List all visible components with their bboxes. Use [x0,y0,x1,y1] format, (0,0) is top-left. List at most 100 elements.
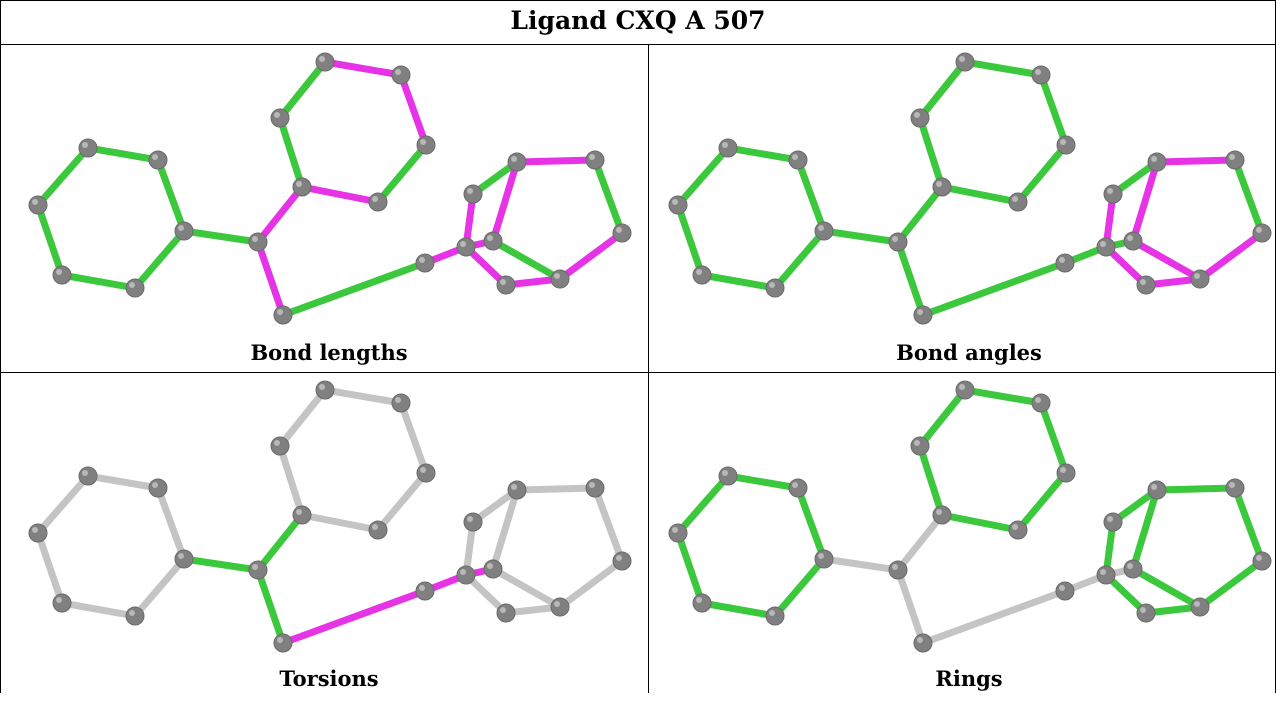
bond [724,472,802,492]
atom-highlight [1194,601,1200,607]
atom-highlight [82,470,88,476]
atom-highlight [959,384,965,390]
atom [1136,603,1156,623]
atom-highlight [1256,555,1262,561]
atom [483,231,503,251]
bond [674,472,732,537]
atom [1096,237,1116,257]
bond [131,227,188,292]
atom [1056,463,1076,483]
atom-highlight [1100,569,1106,575]
atom-highlight [500,279,506,285]
atom-highlight [696,269,702,275]
atom-highlight [487,563,493,569]
bond [556,229,626,283]
atom-highlight [511,156,517,162]
atom [612,223,632,243]
atom [248,232,268,252]
bond [938,511,1022,534]
atom [1096,565,1116,585]
atom-highlight [1107,516,1113,522]
atom-highlight [1035,397,1041,403]
atom [1136,275,1156,295]
atom [765,278,785,298]
atom-highlight [917,637,923,643]
atom-highlight [589,482,595,488]
bond [397,71,430,149]
atom-highlight [420,139,426,145]
bond [254,238,287,319]
bond [154,484,188,563]
bond [916,442,946,519]
bond [397,399,430,477]
atom-highlight [936,509,942,515]
bond [58,599,139,620]
atom [1103,184,1123,204]
atom-highlight [892,564,898,570]
atom [52,265,72,285]
atom [932,177,952,197]
atom [1225,478,1245,498]
atom-highlight [1151,484,1157,490]
bond [1129,237,1204,283]
atom-highlight [319,56,325,62]
atom-highlight [769,282,775,288]
bond [321,386,405,407]
bond [84,472,162,492]
atom [1008,520,1028,540]
bond [374,141,430,206]
atom [368,192,388,212]
atom-highlight [792,154,798,160]
atom [391,393,411,413]
atom [814,549,834,569]
atom-highlight [914,112,920,118]
bond [489,565,564,611]
bond [84,144,162,164]
atom [125,278,145,298]
atom [612,551,632,571]
atom [1008,192,1028,212]
atom-highlight [1035,69,1041,75]
bond [154,156,188,235]
atom-highlight [487,235,493,241]
atom-highlight [1059,585,1065,591]
atom [391,65,411,85]
atom-highlight [372,524,378,530]
atom [955,380,975,400]
atom-highlight [56,597,62,603]
atom-highlight [395,397,401,403]
atom [1056,135,1076,155]
atom-highlight [500,607,506,613]
bond [894,183,946,246]
atom [148,478,168,498]
atom-highlight [32,199,38,205]
atom-highlight [178,553,184,559]
atom [550,269,570,289]
atom [52,593,72,613]
atom [273,633,293,653]
atom [1190,597,1210,617]
bond [1153,484,1239,494]
caption-bond-lengths: Bond lengths [250,340,408,365]
bond [771,555,828,620]
atom-highlight [1107,188,1113,194]
atom [932,505,952,525]
atom-highlight [672,527,678,533]
bond [1153,156,1239,166]
atom-highlight [722,470,728,476]
atom [668,523,688,543]
atom [292,505,312,525]
bond [489,158,521,245]
bond [916,58,969,122]
atom-highlight [554,273,560,279]
bond [276,442,306,519]
bond [1129,486,1161,573]
atom-highlight [1060,467,1066,473]
bond [1037,399,1070,477]
atom [463,512,483,532]
bond [1129,158,1161,245]
atom-highlight [372,196,378,202]
atom-highlight [460,241,466,247]
atom [955,52,975,72]
atom-highlight [56,269,62,275]
